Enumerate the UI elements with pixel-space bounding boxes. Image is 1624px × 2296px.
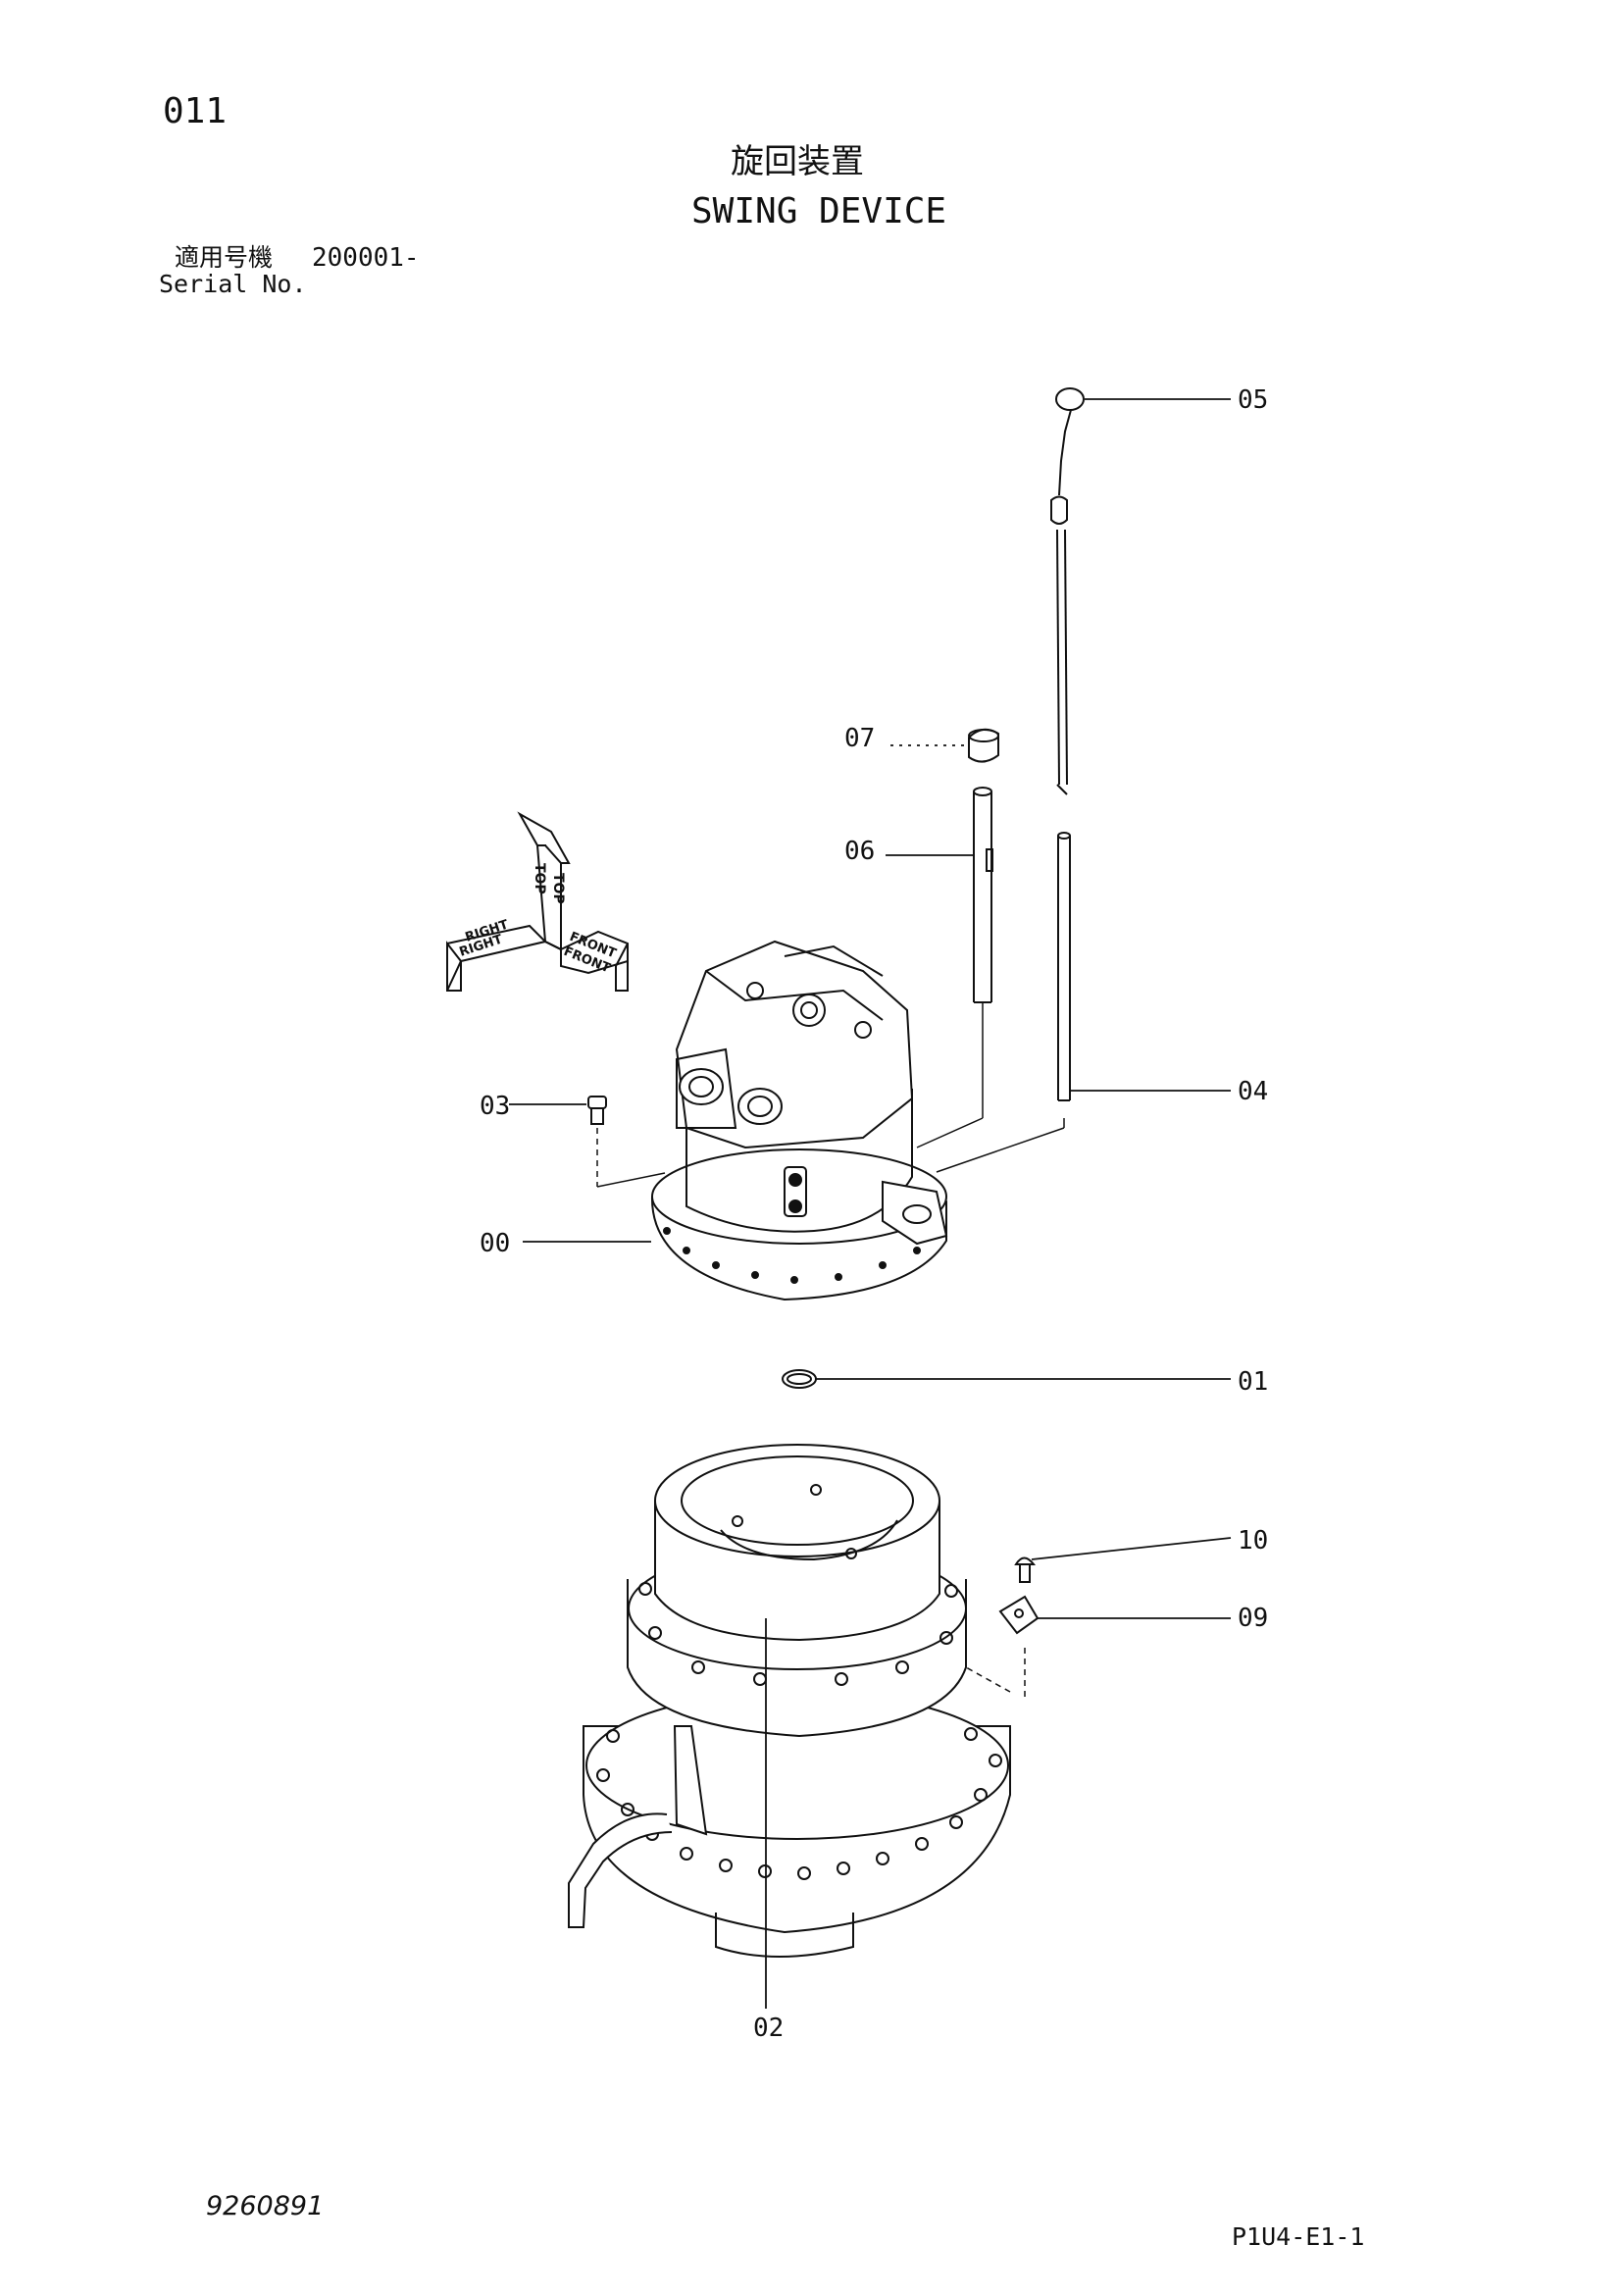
callout-02: 02 bbox=[753, 2014, 785, 2043]
part-02-reduction-gear bbox=[569, 1445, 1010, 1957]
callout-06: 06 bbox=[844, 837, 876, 866]
document-number: 9260891 bbox=[206, 2191, 325, 2221]
part-06-pipe bbox=[917, 788, 992, 1148]
part-07-cap bbox=[969, 730, 998, 762]
title-english: SWING DEVICE bbox=[691, 191, 947, 231]
callout-01: 01 bbox=[1238, 1367, 1269, 1397]
part-03-bolt bbox=[588, 1097, 665, 1187]
orientation-label-top: TOP bbox=[532, 863, 547, 894]
part-05-level-gauge bbox=[1051, 388, 1084, 794]
serial-number: 200001- bbox=[312, 243, 420, 273]
part-00-swing-motor bbox=[652, 942, 946, 1300]
callout-03: 03 bbox=[480, 1092, 511, 1121]
part-10-screw bbox=[1016, 1558, 1034, 1583]
callout-09: 09 bbox=[1238, 1604, 1269, 1633]
part-04-dipstick bbox=[937, 833, 1070, 1172]
part-09-plate bbox=[966, 1597, 1038, 1697]
page-number: 011 bbox=[163, 91, 228, 131]
callout-07: 07 bbox=[844, 724, 876, 753]
serial-label-japanese: 適用号機 bbox=[175, 243, 274, 272]
callout-10: 10 bbox=[1238, 1526, 1269, 1556]
orientation-indicator: TOP TOP RIGHT RIGHT FRONT FRONT bbox=[447, 814, 628, 991]
leader-lines bbox=[509, 399, 1231, 2009]
callout-00: 00 bbox=[480, 1229, 511, 1258]
serial-label-english: Serial No. bbox=[159, 270, 307, 298]
orientation-label-top-mirror: TOP bbox=[550, 873, 566, 904]
callout-05: 05 bbox=[1238, 385, 1269, 415]
page-code: P1U4-E1-1 bbox=[1232, 2222, 1365, 2251]
title-japanese: 旋回装置 bbox=[731, 142, 864, 181]
callout-04: 04 bbox=[1238, 1077, 1269, 1106]
part-01-o-ring bbox=[783, 1370, 816, 1388]
